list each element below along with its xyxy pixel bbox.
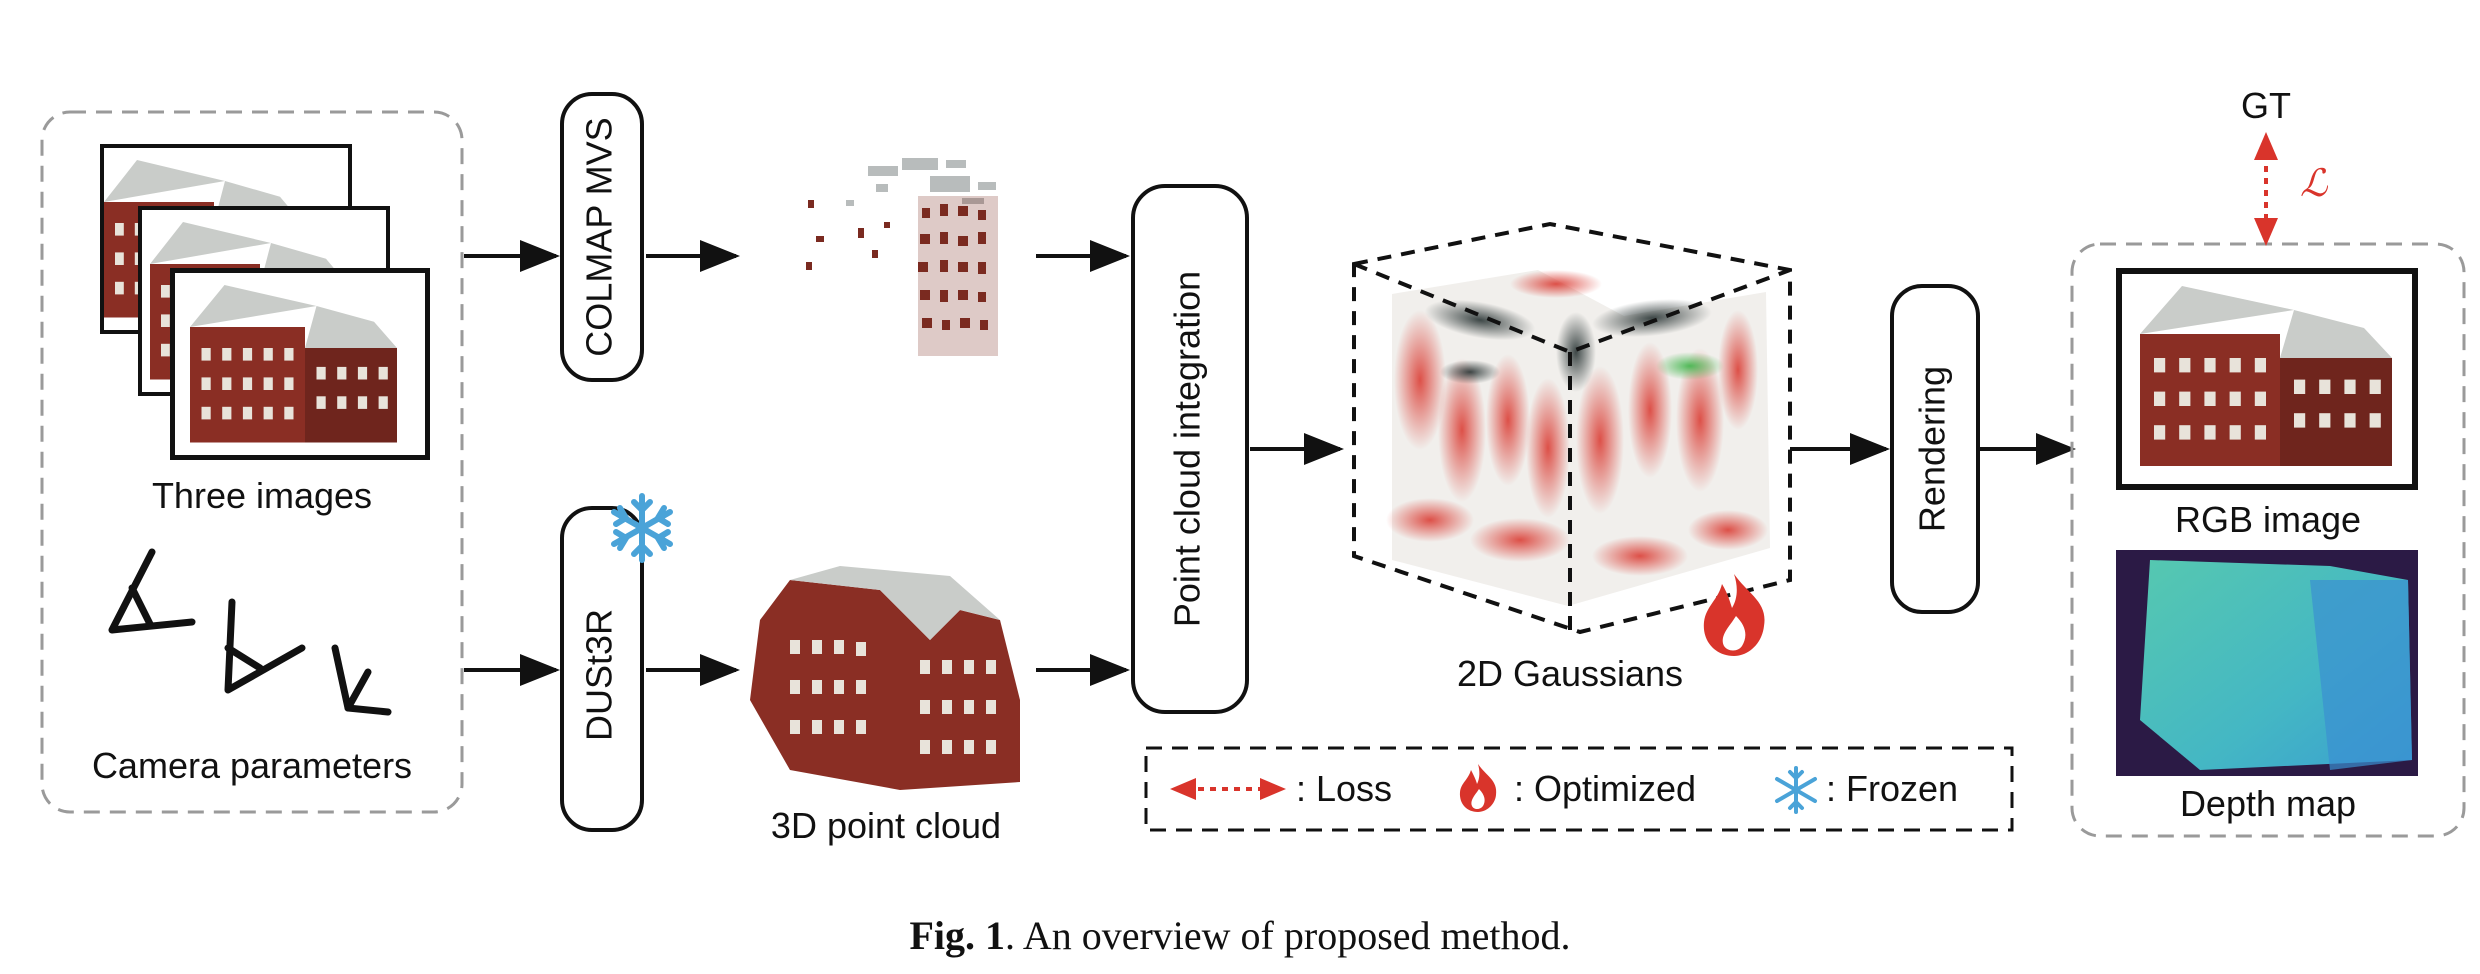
rendering-box: Rendering xyxy=(1890,284,1980,614)
dark-gaussian-splats xyxy=(1424,299,1712,392)
output-panel xyxy=(2070,242,2466,838)
three-images-label: Three images xyxy=(152,475,372,516)
2d-gaussians-label: 2D Gaussians xyxy=(1457,653,1683,694)
colmap-mvs-box: COLMAP MVS xyxy=(560,92,644,382)
cube-wireframe xyxy=(1352,221,1792,635)
legend-loss-arrow-icon xyxy=(1170,778,1286,800)
figure-caption-text: . An overview of proposed method. xyxy=(1005,913,1571,958)
2d-gaussians-cube xyxy=(1352,221,1792,635)
optimized-flame-icon xyxy=(1703,574,1765,656)
rendered-depth-map xyxy=(2116,550,2418,776)
dust3r-label: DUSt3R xyxy=(579,609,620,741)
point-cloud-integration-label: Point cloud integration xyxy=(1167,271,1208,627)
legend-frozen-snowflake-icon xyxy=(1775,766,1817,814)
flow-arrows xyxy=(464,240,2076,686)
frozen-snowflake-icon xyxy=(611,493,673,563)
green-gaussian-splat xyxy=(1656,352,1724,380)
rendering-label: Rendering xyxy=(1912,366,1953,532)
input-image-3 xyxy=(170,268,430,460)
colmap-mvs-label: COLMAP MVS xyxy=(579,117,620,356)
camera-icon xyxy=(224,598,306,694)
legend-optimized-label: : Optimized xyxy=(1514,768,1696,809)
dust3r-box: DUSt3R xyxy=(560,506,644,832)
gt-label: GT xyxy=(2241,85,2291,126)
depth-map-label: Depth map xyxy=(2180,783,2356,824)
camera-icon xyxy=(108,548,196,634)
legend-loss-label: : Loss xyxy=(1296,768,1392,809)
rendered-rgb-image xyxy=(2116,268,2418,490)
camera-parameters-label: Camera parameters xyxy=(92,745,412,786)
image-stack xyxy=(100,144,430,460)
colmap-sparse-point-cloud xyxy=(806,158,998,356)
legend-frozen-label: : Frozen xyxy=(1826,768,1958,809)
legend-box xyxy=(1144,746,2014,832)
gt-loss-arrow xyxy=(2254,132,2278,246)
red-gaussian-splats xyxy=(1386,270,1768,576)
loss-symbol: ℒ xyxy=(2300,163,2329,205)
3d-point-cloud-label: 3D point cloud xyxy=(771,805,1001,846)
input-panel xyxy=(40,110,464,814)
rgb-image-label: RGB image xyxy=(2175,499,2361,540)
legend-optimized-flame-icon xyxy=(1459,764,1497,812)
dust3r-dense-point-cloud xyxy=(750,566,1020,790)
figure-number: Fig. 1 xyxy=(909,913,1006,958)
point-cloud-integration-box: Point cloud integration xyxy=(1131,184,1249,714)
figure-caption: Fig. 1. An overview of proposed method. xyxy=(0,912,2480,959)
camera-frustum-icons xyxy=(108,548,392,716)
